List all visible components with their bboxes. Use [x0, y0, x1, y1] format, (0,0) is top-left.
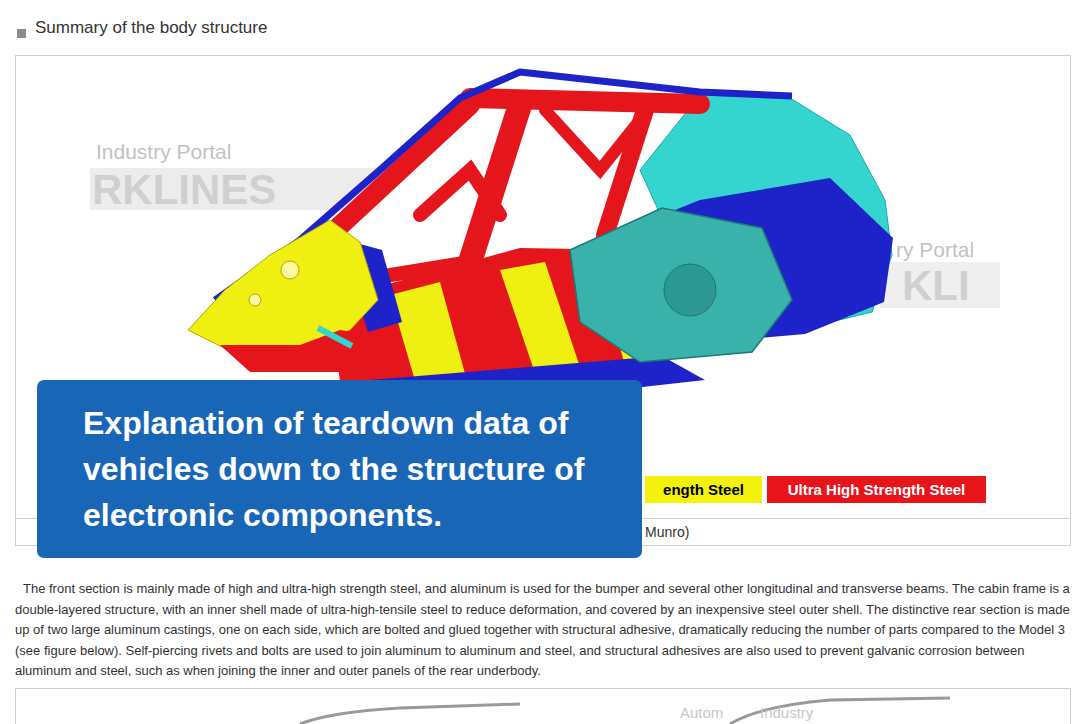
figure-frame: [16, 56, 1071, 546]
watermark: KLI: [902, 262, 970, 310]
figure-caption: Munro): [645, 524, 689, 540]
car-outline: [730, 698, 950, 724]
watermark: RKLINES: [92, 166, 276, 214]
watermark: Autom: [680, 704, 723, 721]
figure-frame: [16, 689, 1071, 724]
body-paragraph: The front section is mainly made of high…: [15, 579, 1071, 682]
watermark: Industry: [760, 704, 813, 721]
heading-bullet: [17, 29, 26, 38]
page-heading: Summary of the body structure: [35, 18, 267, 38]
legend-text: ength Steel: [663, 481, 744, 498]
watermark: ry Portal: [896, 238, 974, 262]
watermark: Industry Portal: [96, 140, 231, 164]
banner-text: Explanation of teardown data of vehicles…: [83, 400, 614, 538]
car-body: [188, 72, 893, 412]
overlay-banner: Explanation of teardown data of vehicles…: [37, 380, 642, 558]
legend-swatch: Ultra High Strength Steel: [767, 476, 986, 503]
legend-text: Ultra High Strength Steel: [788, 481, 966, 498]
car-outline: [300, 704, 520, 724]
legend-swatch: ength Steel: [645, 476, 762, 503]
